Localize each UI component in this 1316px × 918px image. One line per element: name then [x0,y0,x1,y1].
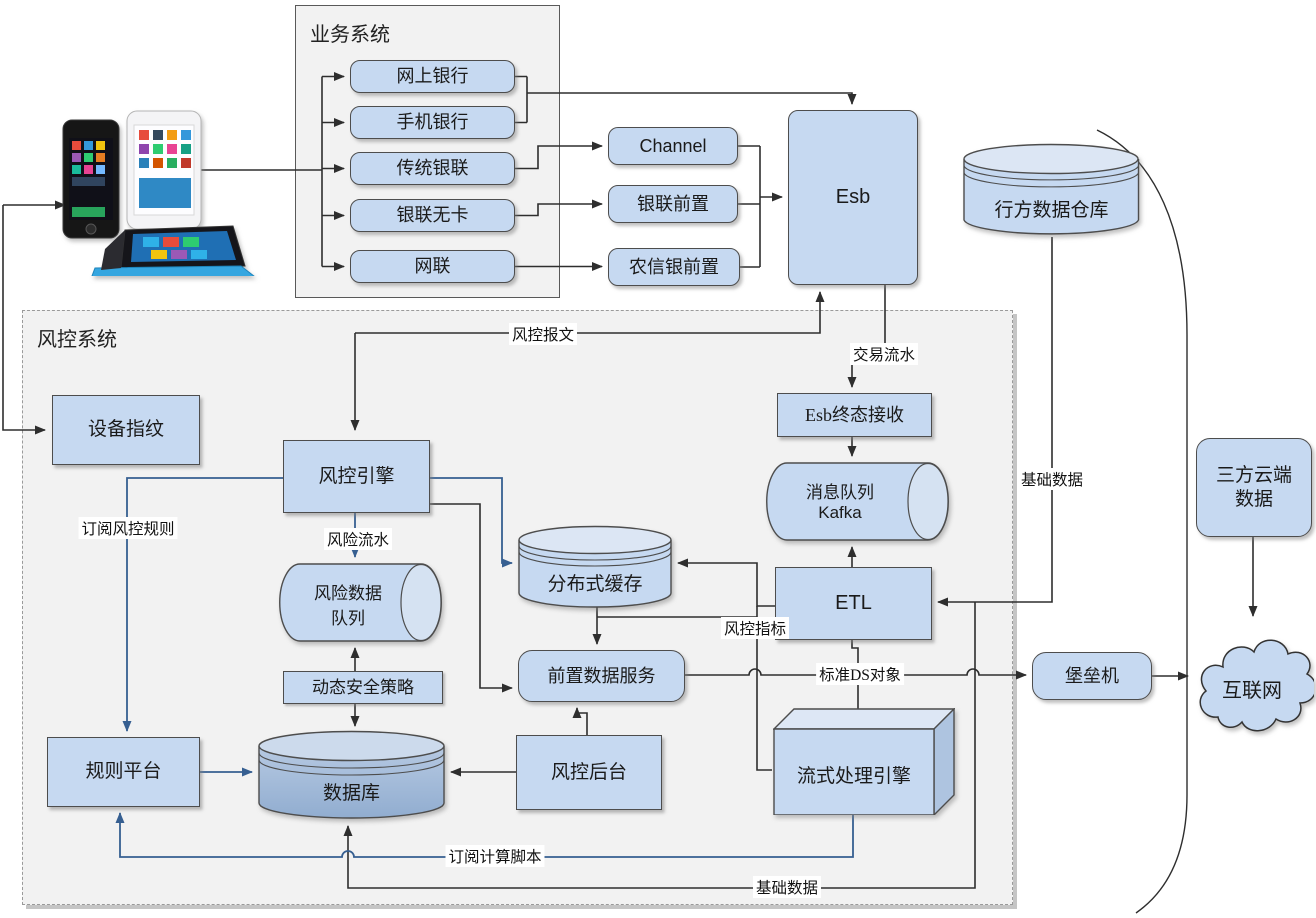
risk-system-title: 风控系统 [37,329,117,351]
node-distributed-cache: 分布式缓存 [518,525,672,609]
edge-front-merge [738,145,761,268]
label-risk-flow: 风险流水 [323,528,393,550]
node-unionpay-cardless: 银联无卡 [350,199,515,232]
node-database: 数据库 [258,730,445,820]
node-rule-platform: 规则平台 [47,737,200,807]
label-risk-indicators: 风控指标 [720,617,790,639]
label-base-data-right: 基础数据 [1017,468,1087,490]
node-channel: Channel [608,127,738,165]
node-message-queue-kafka: 消息队列 Kafka [765,462,950,541]
business-system-title: 业务系统 [310,24,390,46]
node-bank-data-warehouse: 行方数据仓库 [963,143,1140,237]
node-esb-final-receive: Esb终态接收 [777,393,932,437]
surface-tablet-icon [91,225,255,276]
node-device-fingerprint: 设备指纹 [52,395,200,465]
iphone-icon [62,119,120,239]
node-online-banking: 网上银行 [350,60,515,93]
node-rural-credit-front: 农信银前置 [608,248,740,286]
node-mobile-banking: 手机银行 [350,106,515,139]
node-risk-data-queue: 风险数据 队列 [278,563,443,642]
client-devices-image [55,108,270,276]
node-etl: ETL [775,567,932,640]
node-dynamic-security-policy: 动态安全策略 [283,671,443,704]
node-risk-engine: 风控引擎 [283,440,430,513]
network-boundary-arc [1096,129,1188,914]
node-unionpay-front: 银联前置 [608,185,738,223]
node-traditional-unionpay: 传统银联 [350,152,515,185]
label-standard-ds-object: 标准DS对象 [816,663,904,685]
cloud-icon [1199,639,1314,732]
node-risk-backend: 风控后台 [516,735,662,810]
node-bastion-host: 堡垒机 [1032,652,1152,700]
label-transaction-flow: 交易流水 [849,343,919,365]
ipad-icon [126,110,202,230]
node-third-party-cloud: 三方云端 数据 [1196,438,1312,537]
label-base-data-bottom: 基础数据 [752,876,822,898]
node-internet-cloud: 互联网 [1190,612,1314,750]
node-stream-engine: 流式处理引擎 [773,708,955,815]
node-netsunion: 网联 [350,250,515,283]
node-esb: Esb [788,110,918,285]
label-risk-message: 风控报文 [508,323,578,345]
node-front-data-service: 前置数据服务 [518,650,685,702]
label-subscribe-calc-script: 订阅计算脚本 [445,845,545,867]
edge-banking-to-esb-top [527,92,857,105]
label-subscribe-risk-rules: 订阅风控规则 [78,517,178,539]
